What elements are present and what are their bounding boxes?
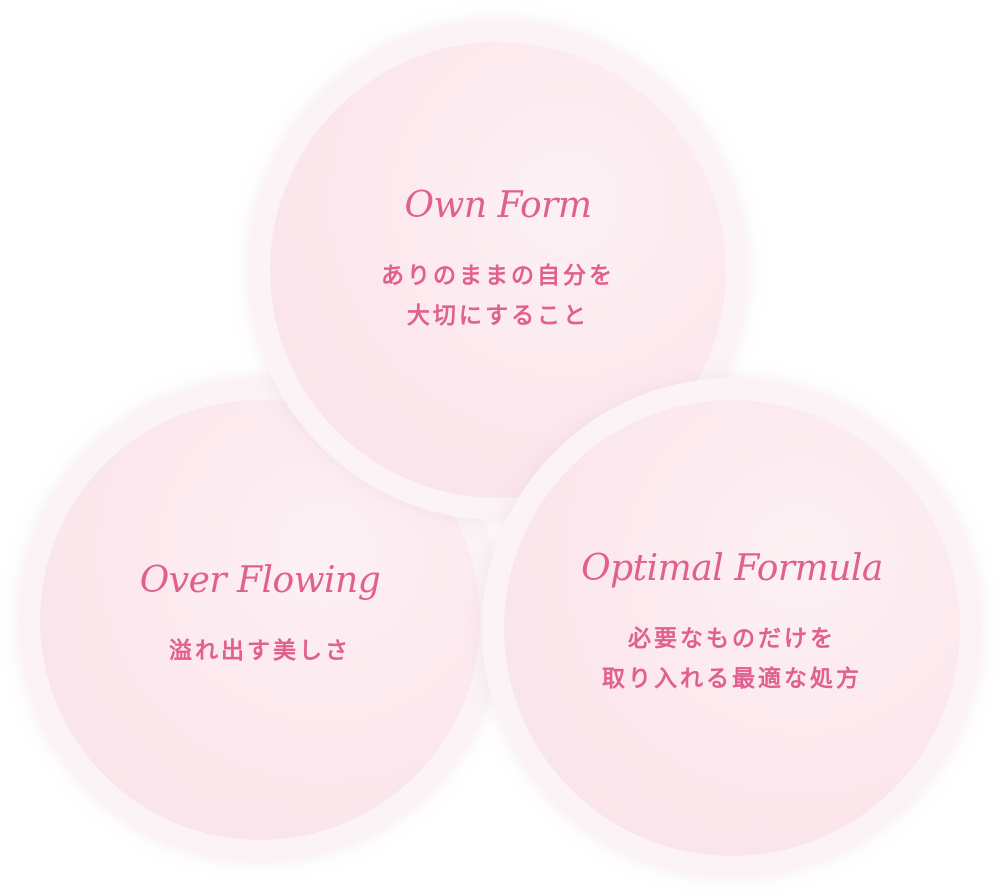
circle-description: 溢れ出す美しさ (168, 636, 351, 664)
circle-optimal-formula: Optimal Formula 必要なものだけを取り入れる最適な処方 (482, 378, 982, 878)
circle-title: Own Form (404, 184, 593, 226)
circle-inner (504, 400, 960, 856)
circle-description: 必要なものだけを取り入れる最適な処方 (601, 624, 862, 692)
circle-title: Optimal Formula (581, 547, 883, 589)
circle-title: Over Flowing (139, 559, 381, 601)
circle-description: ありのままの自分を大切にすること (381, 261, 615, 329)
